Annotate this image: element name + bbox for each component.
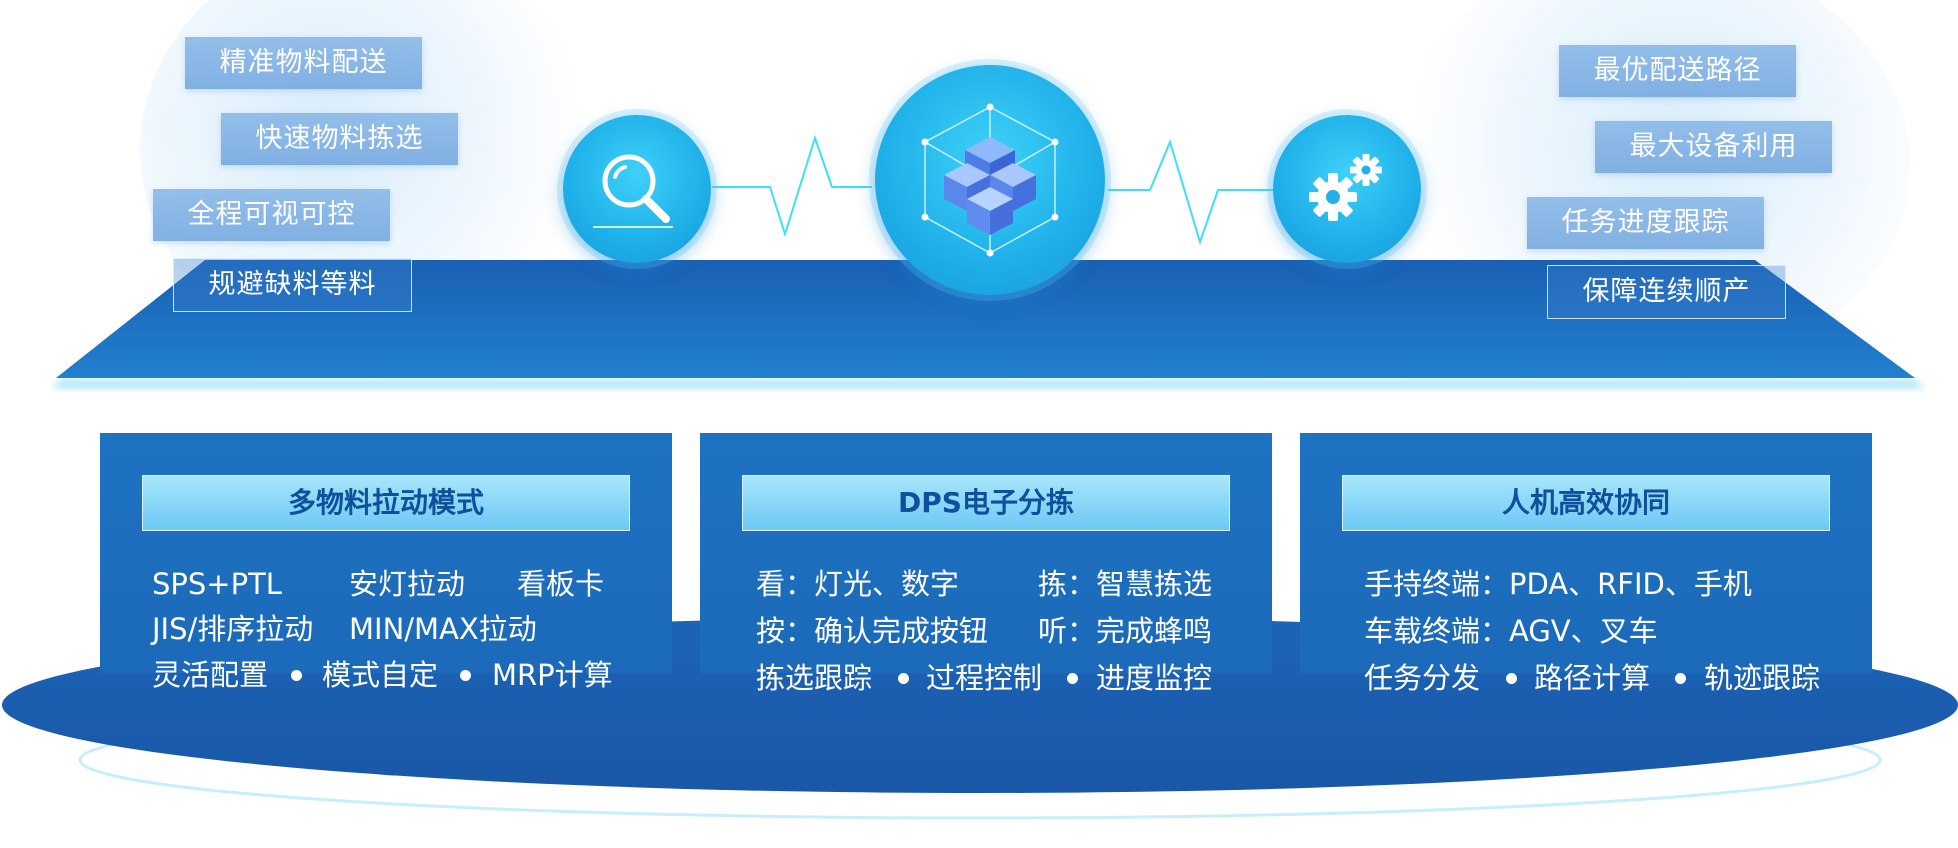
feature-box-human-machine: 人机高效协同 手持终端：PDA、RFID、手机 车载终端：AGV、叉车 任务分发…	[1300, 433, 1872, 695]
tag-right-2: 最大设备利用	[1595, 121, 1832, 173]
cube-network-icon	[921, 103, 1059, 257]
row-item: 看板卡	[517, 567, 605, 601]
pulse-line-right	[1108, 139, 1274, 246]
row-item: 路径计算	[1534, 661, 1651, 695]
row-item: JIS/排序拉动	[152, 612, 314, 646]
row-item: 模式自定	[322, 658, 439, 692]
separator-dot	[898, 673, 909, 684]
tag-left-2: 快速物料拣选	[221, 113, 458, 165]
row-item: 按：确认完成按钮	[756, 614, 989, 648]
row-item: MRP计算	[492, 658, 613, 692]
tag-left-3: 全程可视可控	[153, 189, 390, 241]
row-item: MIN/MAX拉动	[349, 612, 537, 646]
row-item: 灵活配置	[152, 658, 269, 692]
separator-dot	[460, 670, 471, 681]
tag-left-4: 规避缺料等料	[173, 258, 412, 312]
gears-circle	[1273, 115, 1421, 263]
tag-right-1: 最优配送路径	[1559, 45, 1796, 97]
search-icon	[593, 154, 673, 228]
feature-box-multi-material: 多物料拉动模式 SPS+PTL 安灯拉动 看板卡 JIS/排序拉动 MIN/MA…	[100, 433, 672, 692]
top-platform-glow	[52, 380, 1925, 388]
feature-box-dps: DPS电子分拣 看：灯光、数字 拣：智慧拣选 按：确认完成按钮 听：完成蜂鸣 拣…	[700, 433, 1272, 695]
box-title: 多物料拉动模式	[142, 475, 630, 531]
cube-network-circle	[875, 65, 1105, 295]
box-title: 人机高效协同	[1342, 475, 1830, 531]
separator-dot	[1506, 673, 1517, 684]
separator-dot	[1067, 673, 1078, 684]
row-item: 拣：智慧拣选	[1038, 567, 1213, 601]
row-item: SPS+PTL	[152, 567, 282, 601]
row-item: 轨迹跟踪	[1704, 661, 1821, 695]
row-item: 手持终端：PDA、RFID、手机	[1364, 567, 1752, 601]
row-item: 听：完成蜂鸣	[1038, 614, 1213, 648]
box-title: DPS电子分拣	[742, 475, 1230, 531]
top-platform	[56, 260, 1915, 378]
tag-right-4: 保障连续顺产	[1547, 265, 1786, 319]
row-item: 拣选跟踪	[756, 661, 873, 695]
row-item: 安灯拉动	[349, 567, 466, 601]
row-item: 看：灯光、数字	[756, 567, 960, 601]
pulse-line-left	[712, 134, 872, 238]
search-circle	[563, 115, 711, 263]
gears-icon	[1309, 154, 1382, 221]
separator-dot	[291, 670, 302, 681]
row-item: 车载终端：AGV、叉车	[1364, 614, 1658, 648]
row-item: 任务分发	[1364, 661, 1481, 695]
row-item: 进度监控	[1096, 661, 1213, 695]
tag-left-1: 精准物料配送	[185, 37, 422, 89]
tag-right-3: 任务进度跟踪	[1527, 197, 1764, 249]
row-item: 过程控制	[926, 661, 1043, 695]
separator-dot	[1675, 673, 1686, 684]
